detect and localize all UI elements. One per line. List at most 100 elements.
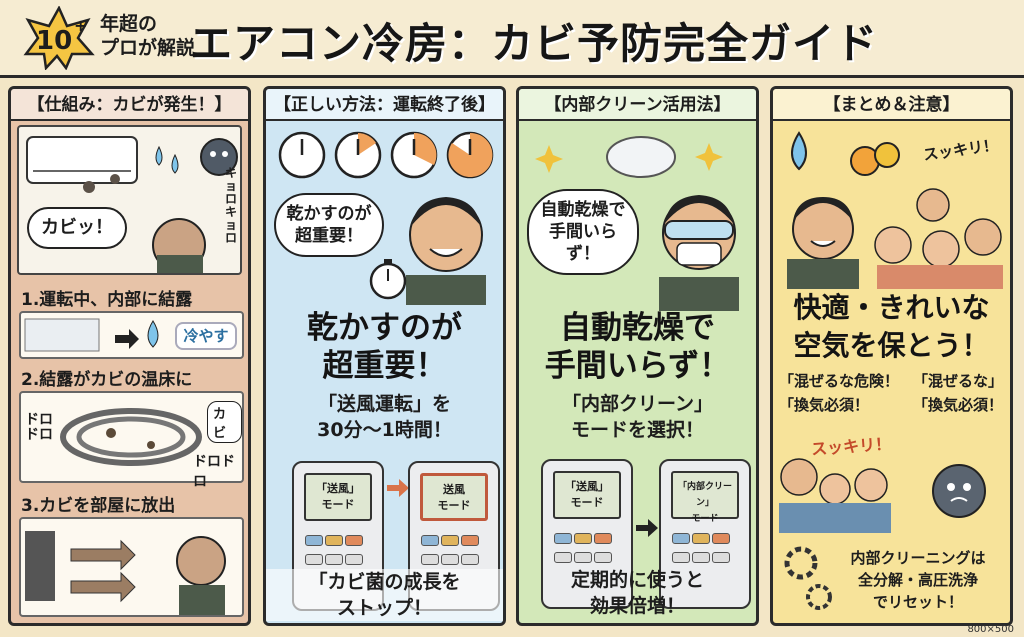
headline: 快適・きれいな 空気を保とう！ xyxy=(773,289,1010,365)
instruction-line-2: モードを選択！ xyxy=(570,419,704,441)
warning-right: 「混ぜるな」 「換気必須！ xyxy=(903,369,1003,417)
headline: 乾かすのが 超重要！ xyxy=(266,309,503,385)
gear-icon xyxy=(784,546,832,610)
arrow-right-icon xyxy=(387,479,409,497)
instruction-line-1: 「送風運転」を xyxy=(317,393,451,415)
panel-footer-text: 定期的に使うと 効果倍増！ xyxy=(519,567,756,619)
dorodoro-right: ドロドロ xyxy=(193,454,235,490)
sparkle-cloud-icon xyxy=(535,136,723,178)
header: 10 + 年超の プロが解説 エアコン冷房：カビ予防完全ガイド xyxy=(0,0,1024,78)
panel-summary: 【まとめ＆注意】 スッキリ！ 快適・きれいな 空気を保とう！ 「混ぜるな危険！ … xyxy=(770,86,1013,626)
condensation-icon xyxy=(24,318,159,352)
experience-badge: 10 + xyxy=(22,6,96,70)
footer-line-2: ストップ！ xyxy=(336,597,432,619)
headline-line-1: 自動乾燥で xyxy=(560,310,715,346)
step-1-label: 1.運転中、内部に結露 xyxy=(21,290,193,310)
remote-screen-line-2: モード xyxy=(321,498,355,511)
bubble-line-2: 超重要！ xyxy=(295,226,363,246)
cleaning-note-line-2: 全分解・高圧洗浄 xyxy=(857,571,978,589)
remote-screen-line-1: 「送風」 xyxy=(316,482,360,495)
warning-right-line-1: 「混ぜるな」 xyxy=(912,372,1003,390)
star-badge-icon xyxy=(23,6,95,70)
remote-screen-line-1: 「内部クリーン」 xyxy=(677,482,732,508)
plus-icon: + xyxy=(74,16,88,35)
water-drop-fruit-icon xyxy=(791,131,900,176)
footer-line-1: 「カビ菌の成長を xyxy=(308,571,461,593)
badge-sub-line-2: プロが解説 xyxy=(100,37,196,59)
bubble-line-1: 自動乾燥で xyxy=(540,200,626,220)
panel-title: 【まとめ＆注意】 xyxy=(773,89,1010,121)
kabi-tag: カビ xyxy=(207,401,242,443)
footer-line-1: 定期的に使うと xyxy=(570,569,704,591)
remote-screen: 「内部クリーン」 モード xyxy=(671,471,739,524)
panel-footer-text: 「カビ菌の成長を ストップ！ xyxy=(266,569,503,621)
dorodoro-left: ドロドロ xyxy=(25,412,53,443)
scene-aircon-mold: カビッ！ キョロキョロ xyxy=(17,125,242,275)
panel-internal-clean: 【内部クリーン活用法】 自動乾燥で 手間いらず！ 自動乾燥で 手間いらず！ 「内… xyxy=(516,86,759,626)
moldy-coil-icon xyxy=(60,408,202,466)
step-2-label: 2.結露がカビの温床に xyxy=(21,370,193,390)
arrow-right-icon xyxy=(636,519,658,537)
masked-man-icon xyxy=(659,195,739,311)
remote-screen: 「送風」 モード xyxy=(304,473,372,521)
hiyasu-label: 冷やす xyxy=(175,322,237,350)
size-tag: 800×500 xyxy=(967,624,1014,635)
cleaning-note-line-1: 内部クリーニングは xyxy=(850,549,986,567)
speech-bubble: 自動乾燥で 手間いらず！ xyxy=(527,189,639,275)
panel-title: 【正しい方法：運転終了後】 xyxy=(266,89,503,121)
remote-buttons xyxy=(420,533,490,571)
instruction-line-1: 「内部クリーン」 xyxy=(561,393,714,415)
remote-screen-line-2: モード xyxy=(691,514,719,524)
panel-title: 【仕組み：カビが発生！】 xyxy=(11,89,248,121)
remote-screen-line-1: 送風 xyxy=(443,483,465,496)
instruction-line-2: 30分〜1時間！ xyxy=(317,419,452,441)
remote-screen-line-2: モード xyxy=(437,499,471,512)
panel-mechanism: 【仕組み：カビが発生！】 カビッ！ キョロキョロ 1.運転中、内部に結露 冷やす… xyxy=(8,86,251,626)
speech-bubble: 乾かすのが 超重要！ xyxy=(274,193,384,257)
smiling-man-icon xyxy=(406,197,486,305)
warning-left-line-2: 「換気必須！ xyxy=(779,396,870,414)
bubble-line-1: 乾かすのが xyxy=(286,204,372,224)
headline: 自動乾燥で 手間いらず！ xyxy=(519,309,756,385)
bubble-line-2: 手間いらず！ xyxy=(549,222,617,264)
headline-line-2: 空気を保とう！ xyxy=(793,329,990,362)
remote-buttons xyxy=(304,533,374,571)
stopwatch-icon xyxy=(369,259,407,300)
warning-left-line-1: 「混ぜるな危険！ xyxy=(779,372,900,390)
badge-subtitle: 年超の プロが解説 xyxy=(100,12,195,60)
clock-row-icon xyxy=(278,131,494,179)
badge-number: 10 xyxy=(36,26,73,56)
badge-sub-line-1: 年超の xyxy=(100,13,158,35)
headline-line-2: 手間いらず！ xyxy=(544,348,731,384)
warning-right-line-2: 「換気必須！ xyxy=(912,396,1003,414)
cleaning-note: 内部クリーニングは 全分解・高圧洗浄 でリセット！ xyxy=(833,547,1003,613)
remote-screen-line-1: 「送風」 xyxy=(565,480,609,493)
instruction: 「送風運転」を 30分〜1時間！ xyxy=(266,391,503,443)
step-2-illustration: ドロドロ ドロドロ カビ xyxy=(19,391,244,490)
mold-spread-icon xyxy=(25,531,226,615)
step-3-illustration xyxy=(19,517,244,617)
headline-line-2: 超重要！ xyxy=(322,348,447,384)
family-illustration-icon xyxy=(787,188,1003,289)
instruction: 「内部クリーン」 モードを選択！ xyxy=(519,391,756,443)
remote-screen-line-2: モード xyxy=(570,496,604,509)
remote-screen-highlighted: 送風 モード xyxy=(420,473,488,521)
family-vs-mold-icon xyxy=(779,458,986,533)
warning-left: 「混ぜるな危険！ 「換気必須！ xyxy=(779,369,899,417)
remote-screen: 「送風」 モード xyxy=(553,471,621,519)
remote-right: 「内部クリーン」 モード xyxy=(659,459,751,609)
kabi-bubble: カビッ！ xyxy=(27,207,127,249)
panel-correct-method: 【正しい方法：運転終了後】 乾かすのが 超重要！ 乾かすのが 超重要！ 「送風運… xyxy=(263,86,506,626)
kyoro-text: キョロキョロ xyxy=(225,166,238,245)
cleaning-note-line-3: でリセット！ xyxy=(872,593,963,611)
step-1-illustration: 冷やす xyxy=(19,311,244,359)
remote-left: 「送風」 モード xyxy=(541,459,633,609)
step-3-label: 3.カビを部屋に放出 xyxy=(21,496,176,516)
remote-buttons xyxy=(671,531,741,569)
remote-buttons xyxy=(553,531,623,569)
headline-line-1: 乾かすのが xyxy=(307,310,462,346)
footer-line-2: 効果倍増！ xyxy=(589,595,685,617)
panel-title: 【内部クリーン活用法】 xyxy=(519,89,756,121)
aircon-illustration-icon xyxy=(26,136,238,273)
headline-line-1: 快適・きれいな xyxy=(793,291,990,324)
